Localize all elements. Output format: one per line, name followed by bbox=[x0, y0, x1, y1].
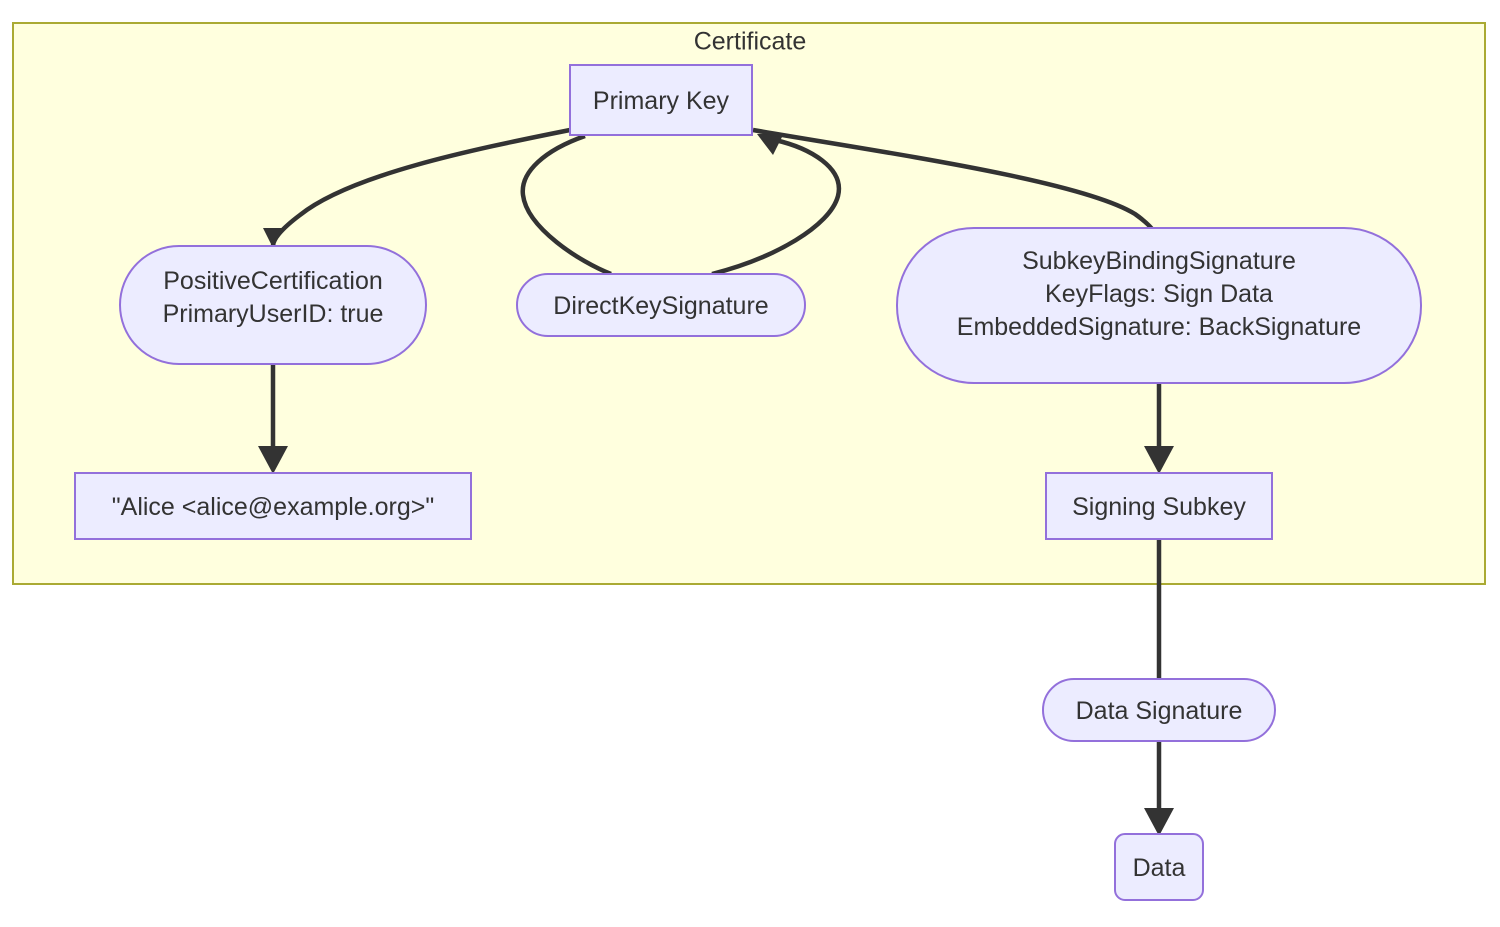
edge-subkeybindingsignature-signingsubkey-arrowhead bbox=[1144, 446, 1174, 474]
node-positive-certification-shape[interactable] bbox=[119, 245, 427, 365]
node-data-signature-shape[interactable] bbox=[1042, 678, 1276, 742]
node-positive-certification-label-line1: PositiveCertification bbox=[163, 267, 383, 295]
node-primary-key-shape[interactable] bbox=[569, 64, 753, 136]
node-signing-subkey-label: Signing Subkey bbox=[1072, 493, 1246, 521]
node-data[interactable]: Data bbox=[1114, 833, 1204, 901]
edge-positivecertification-userid-arrowhead bbox=[258, 446, 288, 474]
node-subkey-binding-signature[interactable]: SubkeyBindingSignature KeyFlags: Sign Da… bbox=[896, 227, 1422, 384]
node-layer: Primary Key PositiveCertification Primar… bbox=[74, 64, 1422, 901]
node-data-signature-label: Data Signature bbox=[1076, 697, 1243, 725]
edge-directkeysignature-primarykey bbox=[711, 137, 842, 277]
node-direct-key-signature[interactable]: DirectKeySignature bbox=[516, 273, 806, 337]
node-user-id[interactable]: "Alice <alice@example.org>" bbox=[74, 472, 472, 540]
node-subkey-binding-signature-label-line1: SubkeyBindingSignature bbox=[1022, 247, 1296, 275]
edge-datasignature-data-arrowhead bbox=[1144, 808, 1174, 836]
node-user-id-label: "Alice <alice@example.org>" bbox=[112, 493, 434, 521]
node-direct-key-signature-label: DirectKeySignature bbox=[553, 292, 768, 320]
node-signing-subkey[interactable]: Signing Subkey bbox=[1045, 472, 1273, 540]
node-positive-certification[interactable]: PositiveCertification PrimaryUserID: tru… bbox=[119, 245, 427, 365]
node-primary-key-label: Primary Key bbox=[593, 87, 730, 115]
node-data-signature[interactable]: Data Signature bbox=[1042, 678, 1276, 742]
node-subkey-binding-signature-shape[interactable] bbox=[896, 227, 1422, 384]
node-subkey-binding-signature-label-line3: EmbeddedSignature: BackSignature bbox=[957, 313, 1361, 341]
node-data-shape[interactable] bbox=[1114, 833, 1204, 901]
node-positive-certification-label-line2: PrimaryUserID: true bbox=[163, 300, 384, 328]
edge-primarykey-directkeysignature bbox=[520, 133, 612, 277]
node-user-id-shape[interactable] bbox=[74, 472, 472, 540]
edge-primarykey-positivecertification-arrowhead bbox=[263, 228, 283, 248]
node-subkey-binding-signature-label-line2: KeyFlags: Sign Data bbox=[1045, 280, 1273, 308]
edge-directkeysignature-primarykey-arrowhead bbox=[757, 133, 784, 155]
subgraph-certificate-title: Certificate bbox=[694, 28, 807, 56]
node-direct-key-signature-shape[interactable] bbox=[516, 273, 806, 337]
node-data-label: Data bbox=[1133, 854, 1186, 882]
node-primary-key[interactable]: Primary Key bbox=[569, 64, 753, 136]
node-signing-subkey-shape[interactable] bbox=[1045, 472, 1273, 540]
